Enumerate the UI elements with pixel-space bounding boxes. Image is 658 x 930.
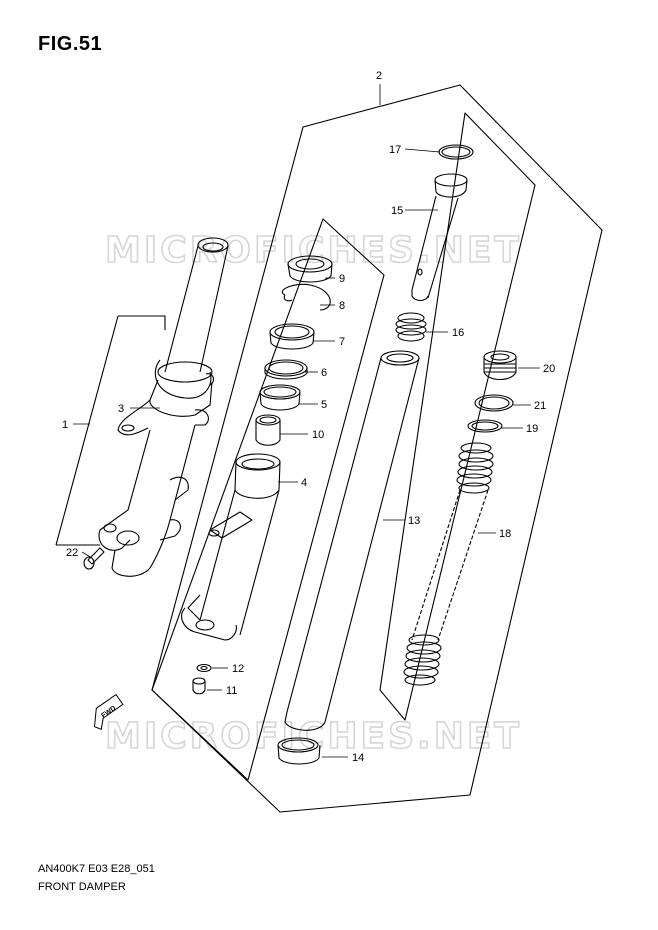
fork-spring-18 bbox=[403, 442, 494, 686]
damper-group-outline bbox=[379, 112, 536, 721]
callout-11: 11 bbox=[226, 685, 237, 697]
callout-18: 18 bbox=[499, 528, 511, 540]
outer-tube-4 bbox=[181, 453, 281, 641]
guide-bushing-5 bbox=[259, 384, 301, 411]
callout-9: 9 bbox=[339, 273, 345, 285]
outer-tube-group-outline bbox=[151, 218, 385, 781]
stopper-ring-8 bbox=[282, 283, 331, 311]
callout-17: 17 bbox=[389, 144, 401, 156]
gasket-12 bbox=[196, 663, 212, 673]
callout-8: 8 bbox=[339, 300, 345, 312]
callout-5: 5 bbox=[321, 399, 327, 411]
leader-lines bbox=[73, 84, 540, 758]
diagram-caption: FRONT DAMPER bbox=[38, 881, 126, 893]
bolt-11 bbox=[192, 677, 206, 695]
diagram-code: AN400K7 E03 E28_051 bbox=[38, 863, 155, 875]
slide-bushing-10 bbox=[255, 414, 281, 446]
callout-15: 15 bbox=[391, 205, 403, 217]
bolt-22 bbox=[83, 547, 105, 570]
callout-10: 10 bbox=[312, 429, 324, 441]
inner-tube-13 bbox=[284, 350, 420, 731]
callout-6: 6 bbox=[321, 367, 327, 379]
part-1-bracket bbox=[118, 315, 166, 330]
callout-20: 20 bbox=[543, 363, 555, 375]
callout-2: 2 bbox=[376, 70, 382, 82]
callout-7: 7 bbox=[339, 336, 345, 348]
callout-1: 1 bbox=[62, 419, 68, 431]
circlip-17 bbox=[438, 144, 474, 160]
callout-3: 3 bbox=[118, 403, 124, 415]
o-ring-21 bbox=[474, 394, 514, 412]
figure-title: FIG.51 bbox=[38, 33, 103, 55]
callout-4: 4 bbox=[301, 477, 307, 489]
rebound-spring-16 bbox=[395, 312, 427, 342]
spacer-19 bbox=[467, 419, 503, 433]
washer-6 bbox=[264, 359, 308, 380]
watermark-bottom: MICROFICHES.NET bbox=[105, 716, 522, 757]
callout-22: 22 bbox=[66, 547, 78, 559]
callout-16: 16 bbox=[452, 327, 464, 339]
callout-19: 19 bbox=[526, 423, 538, 435]
watermark-top: MICROFICHES.NET bbox=[105, 230, 522, 271]
callout-14: 14 bbox=[352, 752, 364, 764]
callout-13: 13 bbox=[408, 515, 420, 527]
callout-12: 12 bbox=[232, 663, 244, 675]
cap-bolt-20 bbox=[483, 350, 517, 381]
bushing-14 bbox=[277, 737, 321, 765]
assembly-boundary-outline bbox=[151, 84, 603, 813]
oil-seal-9 bbox=[287, 255, 333, 283]
damper-rod-15 bbox=[411, 173, 468, 302]
oil-seal-7 bbox=[269, 323, 315, 350]
callout-21: 21 bbox=[534, 400, 546, 412]
